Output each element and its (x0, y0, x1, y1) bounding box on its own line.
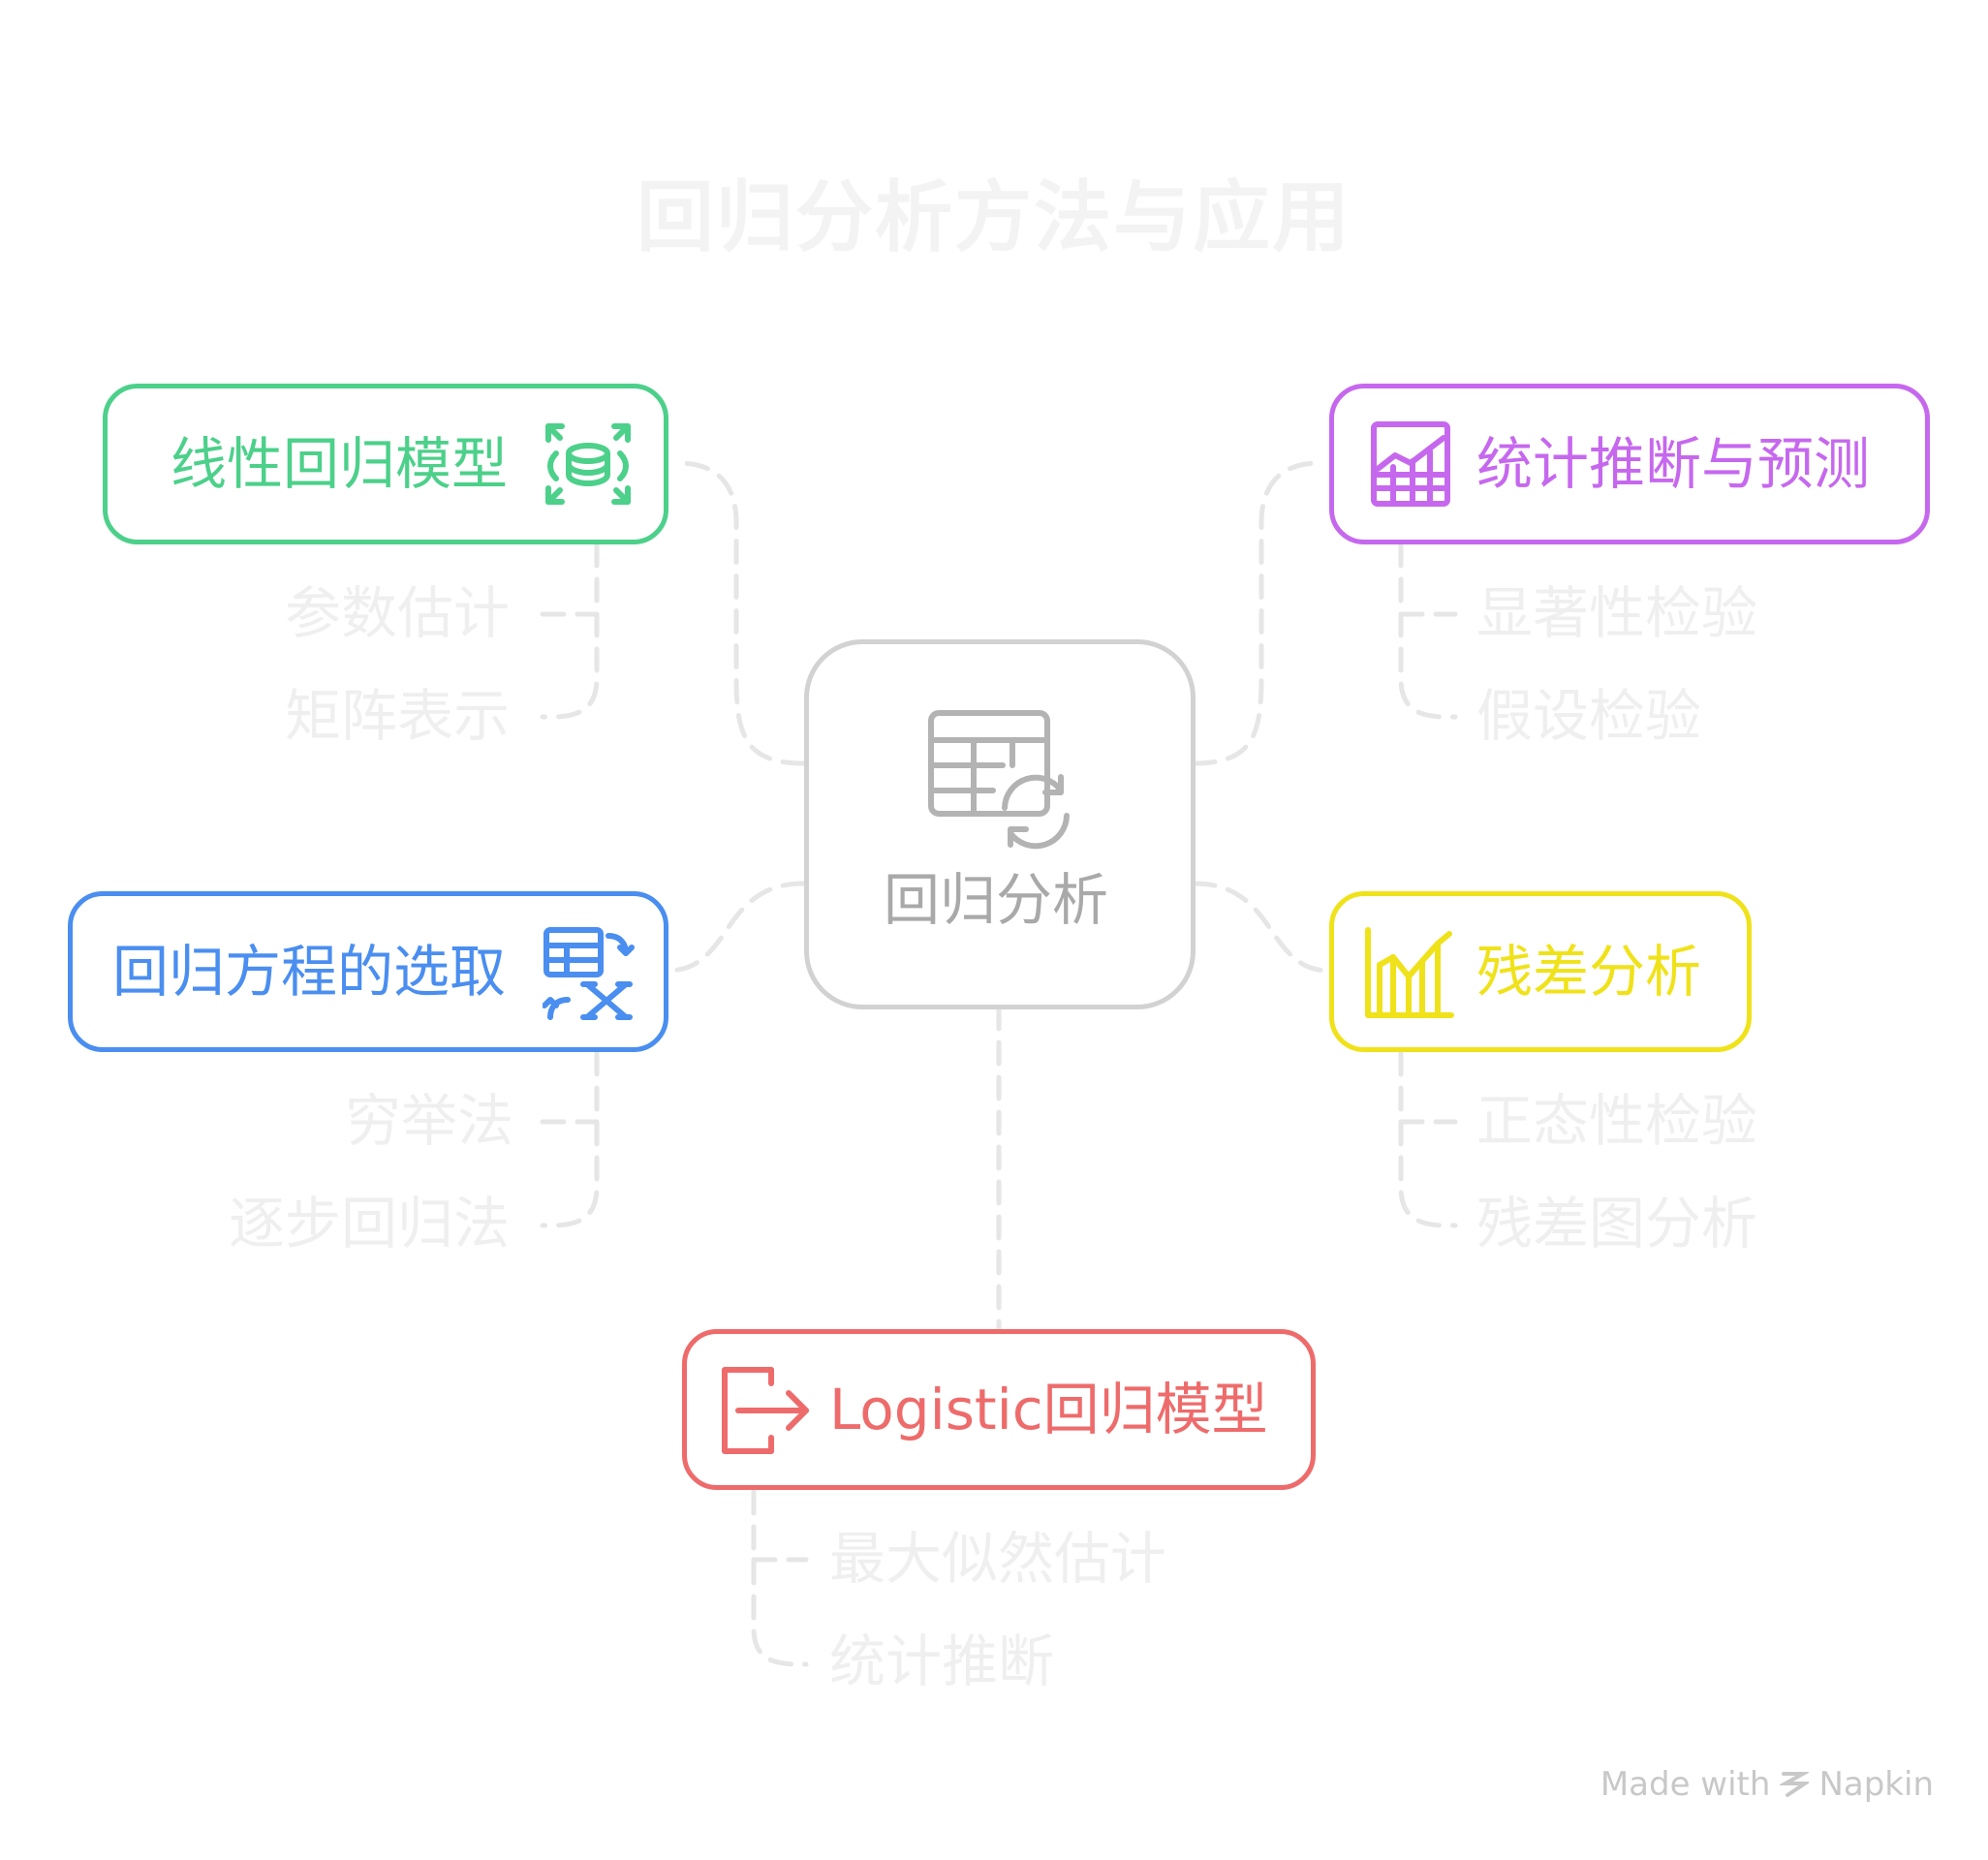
residual-analysis-label: 残差分析 (1476, 939, 1702, 1005)
connector-selection-items (540, 1050, 600, 1228)
linear-item-2: 矩阵表示 (285, 683, 511, 749)
napkin-logo-icon (1780, 1772, 1810, 1797)
residual-analysis-node[interactable] (1329, 891, 1752, 1052)
linear-item-1: 参数估计 (285, 580, 511, 646)
equation-selection-label: 回归方程的选取 (112, 939, 507, 1005)
inference-prediction-label: 统计推断与预测 (1476, 431, 1871, 497)
connector-logistic-items (751, 1489, 809, 1667)
linear-model-label: 线性回归模型 (171, 431, 509, 497)
watermark: Made with Napkin (1600, 1765, 1934, 1804)
connector-center-selection (664, 881, 807, 974)
chart-grid-icon (1371, 421, 1450, 507)
diagram-title: 回归分析方法与应用 (637, 172, 1351, 263)
logistic-model-label: Logistic回归模型 (829, 1377, 1268, 1442)
connector-center-inference (1191, 460, 1322, 766)
selection-item-2: 逐步回归法 (229, 1191, 511, 1256)
linear-model-node[interactable] (103, 384, 668, 544)
table-refresh-icon (928, 710, 1070, 850)
logistic-item-2: 统计推断 (829, 1628, 1055, 1694)
center-label: 回归分析 (884, 867, 1109, 933)
connector-center-linear (675, 460, 807, 766)
connector-residual-items (1398, 1050, 1458, 1228)
inference-item-1: 显著性检验 (1476, 580, 1758, 646)
residual-item-1: 正态性检验 (1476, 1088, 1758, 1154)
connector-inference-items (1398, 542, 1458, 720)
bar-spikes-icon (1365, 927, 1454, 1018)
residual-item-2: 残差图分析 (1476, 1191, 1758, 1256)
database-expand-icon (545, 423, 631, 505)
center-node[interactable] (804, 639, 1196, 1009)
table-swap-x-icon (543, 927, 635, 1020)
connector-linear-items (540, 542, 600, 720)
exit-arrow-icon (722, 1367, 809, 1454)
footer-text: Made with (1600, 1765, 1771, 1804)
inference-item-2: 假设检验 (1476, 683, 1702, 749)
logistic-item-1: 最大似然估计 (829, 1526, 1167, 1592)
connector-center-residual (1191, 881, 1332, 974)
footer-brand: Napkin (1818, 1765, 1934, 1804)
selection-item-1: 穷举法 (345, 1088, 514, 1154)
